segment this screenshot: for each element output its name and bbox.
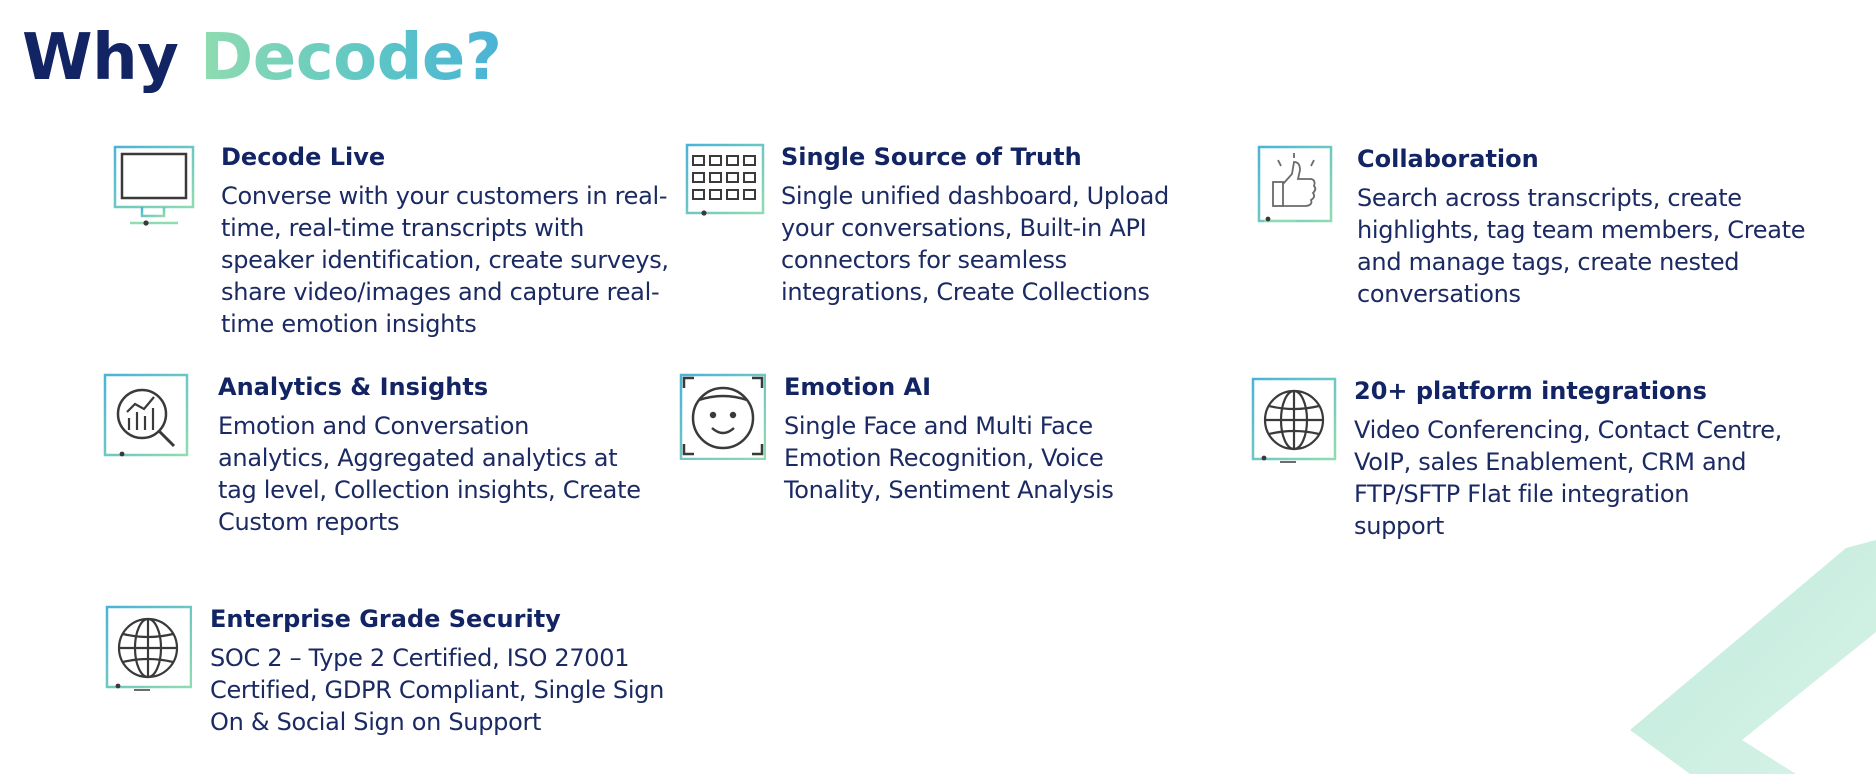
feature-title: Collaboration	[1357, 145, 1539, 173]
feature-platform-integrations: 20+ platform integrations Video Conferen…	[1250, 376, 1840, 556]
dashboard-grid-icon	[685, 143, 765, 216]
feature-enterprise-security: Enterprise Grade Security SOC 2 – Type 2…	[104, 604, 664, 754]
globe-icon	[1251, 377, 1337, 463]
thumbs-up-icon	[1257, 145, 1333, 223]
feature-description: Emotion and Conversation analytics, Aggr…	[218, 412, 641, 536]
title-decode: Decode?	[200, 21, 502, 95]
feature-description: Single unified dashboard, Upload your co…	[781, 182, 1169, 306]
feature-title: 20+ platform integrations	[1354, 377, 1707, 405]
feature-title: Enterprise Grade Security	[210, 605, 561, 633]
feature-decode-live: Decode Live Converse with your customers…	[112, 142, 672, 342]
analytics-magnifier-icon	[103, 373, 189, 457]
monitor-icon	[113, 145, 195, 226]
feature-emotion-ai: Emotion AI Single Face and Multi Face Em…	[678, 372, 1198, 552]
feature-description: Search across transcripts, create highli…	[1357, 184, 1806, 308]
feature-description: Video Conferencing, Contact Centre, VoIP…	[1354, 416, 1783, 540]
feature-description: SOC 2 – Type 2 Certified, ISO 27001 Cert…	[210, 644, 665, 736]
page-title: Why Decode?	[22, 18, 502, 98]
title-why: Why	[22, 21, 179, 95]
decorative-chevron-shape	[1630, 540, 1876, 774]
feature-title: Emotion AI	[784, 373, 932, 401]
face-scan-icon	[679, 373, 766, 460]
feature-description: Single Face and Multi Face Emotion Recog…	[784, 412, 1114, 504]
globe-icon	[105, 605, 192, 691]
feature-single-source-of-truth: Single Source of Truth Single unified da…	[684, 142, 1224, 322]
feature-analytics-insights: Analytics & Insights Emotion and Convers…	[102, 372, 662, 552]
feature-title: Single Source of Truth	[781, 143, 1082, 171]
feature-title: Decode Live	[221, 143, 386, 171]
feature-collaboration: Collaboration Search across transcripts,…	[1256, 144, 1816, 324]
feature-title: Analytics & Insights	[218, 373, 489, 401]
feature-description: Converse with your customers in real-tim…	[221, 182, 669, 338]
